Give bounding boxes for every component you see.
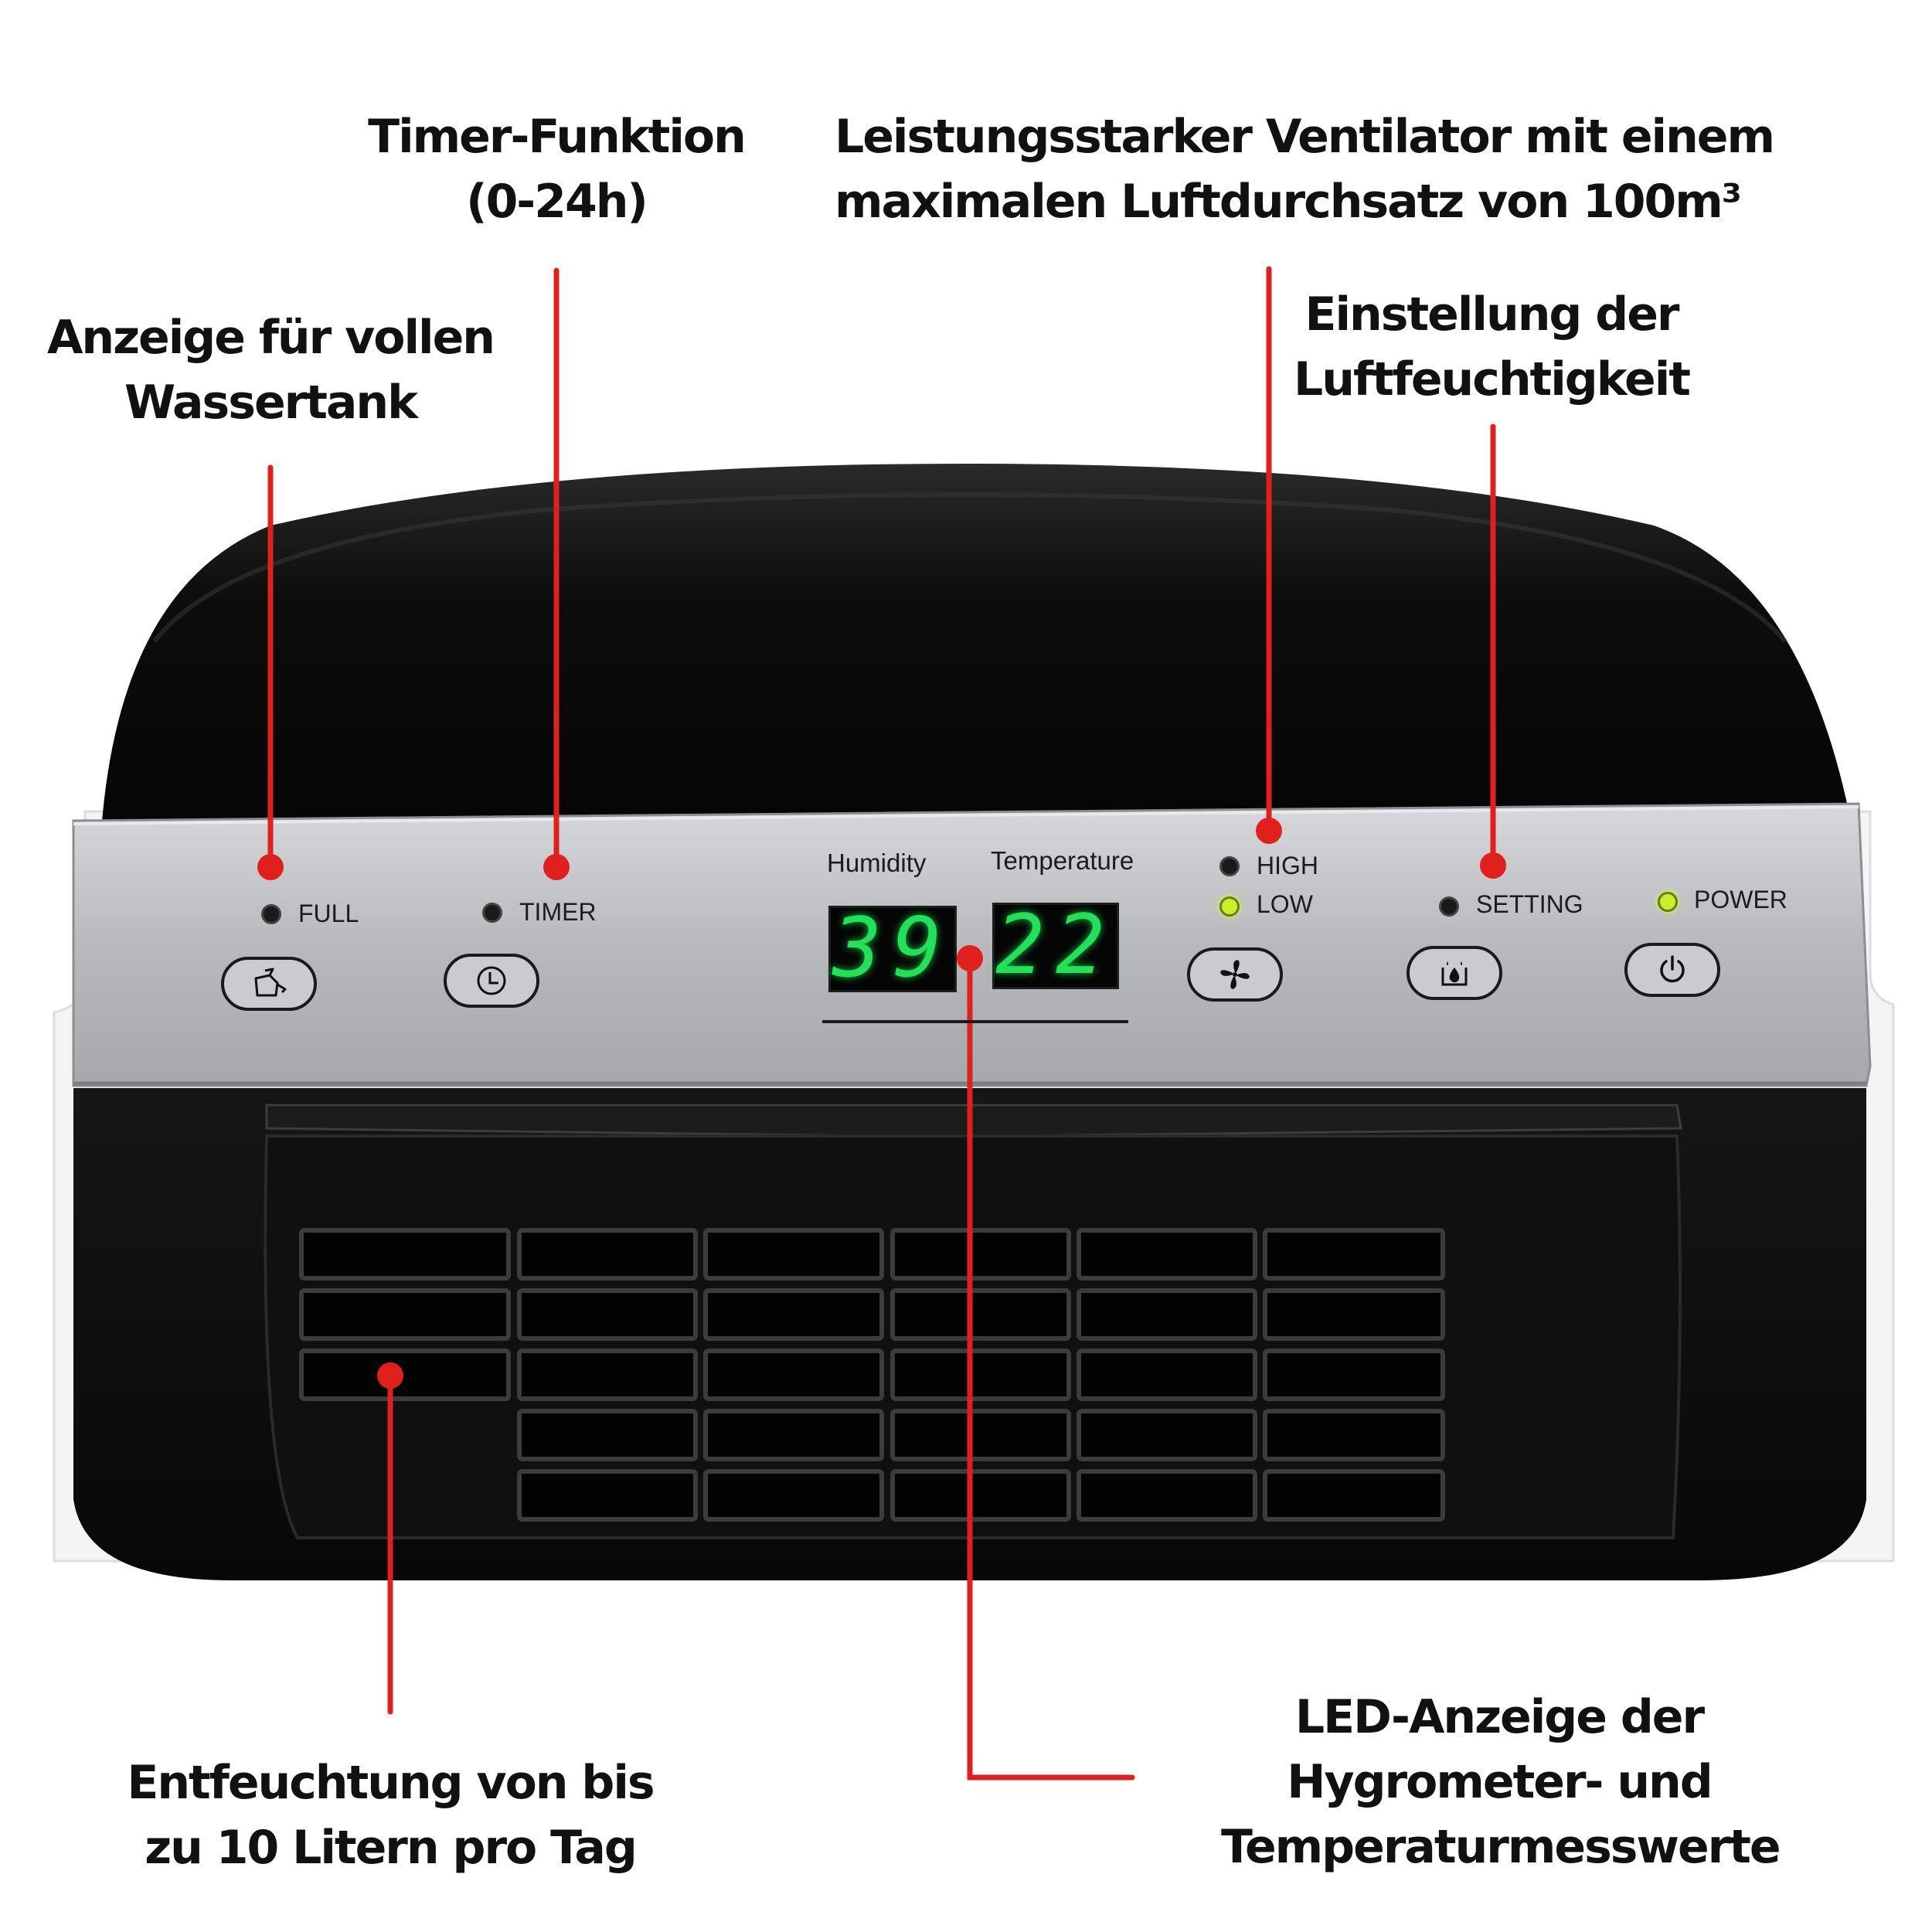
- grill-slot: [890, 1228, 1071, 1281]
- callout-fan: Leistungsstarker Ventilator mit einem ma…: [835, 110, 1775, 229]
- display-underline: [822, 1020, 1128, 1023]
- timer-led: [482, 903, 502, 923]
- full-led: [261, 904, 281, 924]
- power-led: [1658, 892, 1678, 912]
- callout-timer: Timer-Funktion (0-24h): [368, 110, 747, 229]
- grill-slot: [703, 1409, 884, 1461]
- power-icon: [1660, 955, 1685, 983]
- fan-icon: [1220, 960, 1250, 989]
- low-led: [1219, 896, 1240, 917]
- grill-slot: [1263, 1349, 1445, 1401]
- grill-slot: [299, 1228, 511, 1281]
- grill-slot: [1077, 1228, 1257, 1281]
- grill-slot: [1077, 1469, 1257, 1522]
- water-tank-icon: [254, 968, 287, 997]
- clock-icon: [477, 966, 506, 995]
- grill-slot: [703, 1228, 884, 1281]
- timer-button[interactable]: [444, 954, 539, 1008]
- grill-slot: [299, 1349, 511, 1401]
- grill-slot: [703, 1469, 884, 1522]
- grill-slot: [517, 1409, 698, 1461]
- grill-slot: [299, 1288, 511, 1341]
- grill-slot: [1263, 1409, 1445, 1461]
- humidity-title: Humidity: [827, 849, 927, 877]
- high-led: [1219, 856, 1240, 876]
- grill-slot: [1077, 1288, 1257, 1341]
- grill-slot: [890, 1288, 1071, 1341]
- water-tank-button[interactable]: [221, 957, 317, 1011]
- grill-slot: [1077, 1409, 1257, 1461]
- grill-slot: [517, 1228, 698, 1281]
- callout-full-tank: Anzeige für vollen Wassertank: [46, 311, 495, 430]
- grill-slot: [517, 1288, 698, 1341]
- control-panel: [72, 802, 1872, 1087]
- grill-slot: [1077, 1349, 1257, 1401]
- callout-dehumidify: Entfeuchtung von bis zu 10 Litern pro Ta…: [127, 1756, 655, 1875]
- grill-slot: [703, 1349, 884, 1401]
- power-label: POWER: [1694, 886, 1787, 913]
- grill-slot: [890, 1469, 1071, 1522]
- grill-slot: [703, 1288, 884, 1341]
- grill-slot: [1263, 1469, 1445, 1522]
- grill-slot: [1263, 1228, 1445, 1281]
- grill-slot: [1263, 1288, 1445, 1341]
- grill-slot: [890, 1409, 1071, 1461]
- fan-button[interactable]: [1187, 947, 1283, 1002]
- grill-slot: [890, 1349, 1071, 1401]
- grill-slot: [517, 1469, 698, 1522]
- top-lid: [100, 464, 1855, 842]
- power-button[interactable]: [1624, 943, 1720, 997]
- setting-label: SETTING: [1476, 890, 1583, 918]
- high-label: HIGH: [1257, 852, 1318, 879]
- low-label: LOW: [1257, 890, 1313, 918]
- callout-humidity-setting: Einstellung der Luftfeuchtigkeit: [1294, 287, 1691, 406]
- humidity-setting-button[interactable]: [1406, 946, 1502, 1000]
- temperature-title: Temperature: [991, 846, 1134, 875]
- grill-slot: [517, 1349, 698, 1401]
- timer-label: TIMER: [519, 898, 597, 926]
- setting-led: [1439, 896, 1459, 917]
- humidity-display: 39: [828, 906, 957, 992]
- humidity-drop-icon: [1441, 961, 1468, 986]
- temperature-display: 22: [992, 903, 1119, 989]
- full-label: FULL: [298, 900, 359, 927]
- callout-led-display: LED-Anzeige der Hygrometer- und Temperat…: [1221, 1690, 1781, 1874]
